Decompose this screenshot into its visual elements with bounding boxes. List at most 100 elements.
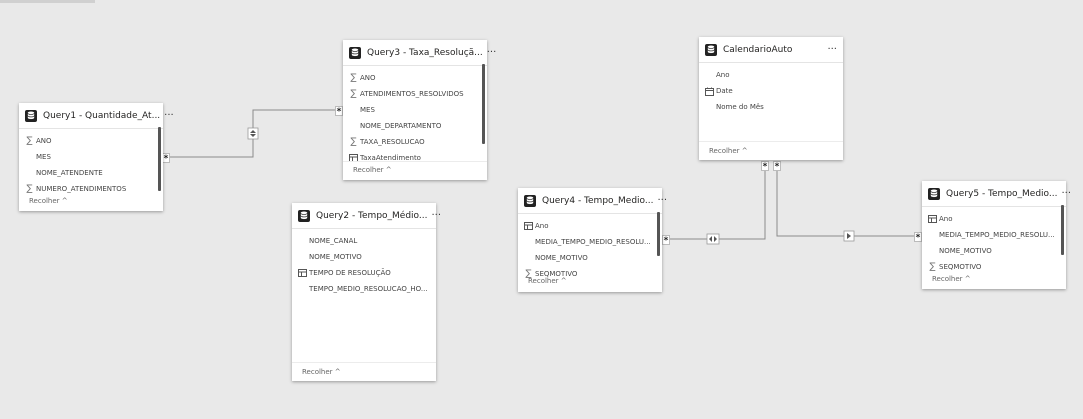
field-row[interactable]: ∑SEQMOTIVO — [922, 259, 1066, 275]
field-label: MES — [360, 106, 375, 114]
field-label: NUMERO_ATENDIMENTOS — [36, 185, 127, 193]
bidirectional-arrow-icon-2 — [709, 236, 717, 242]
scrollbar[interactable] — [158, 127, 161, 191]
calendar-icon — [705, 87, 714, 96]
field-label: Date — [716, 87, 733, 95]
field-list: ∑ANO ∑ATENDIMENTOS_RESOLVIDOS ∑MES ∑NOME… — [343, 66, 487, 166]
field-list: ∑NOME_CANAL ∑NOME_MOTIVO TEMPO DE RESOLU… — [292, 229, 436, 297]
field-label: TaxaAtendimento — [360, 154, 421, 162]
table-measure-icon — [928, 215, 937, 224]
field-label: ANO — [36, 137, 52, 145]
table-title: Query4 - Tempo_Medio... — [542, 195, 654, 206]
database-icon — [928, 187, 940, 200]
cardinality-many-query4: * — [662, 235, 670, 246]
table-title: Query3 - Taxa_Resoluçã... — [367, 47, 483, 58]
field-label: Ano — [535, 222, 549, 230]
scrollbar[interactable] — [482, 64, 485, 144]
field-list: ∑ANO ∑MES ∑NOME_ATENDENTE ∑NUMERO_ATENDI… — [19, 129, 163, 197]
scrollbar[interactable] — [657, 212, 660, 256]
database-icon — [25, 109, 37, 122]
database-icon — [524, 194, 536, 207]
table-card-query3[interactable]: Query3 - Taxa_Resoluçã... ··· ∑ANO ∑ATEN… — [343, 40, 496, 180]
field-label: MEDIA_TEMPO_MEDIO_RESOLU... — [939, 231, 1055, 239]
table-header[interactable]: Query1 - Quantidade_At... ··· — [19, 103, 174, 129]
field-row[interactable]: Ano — [518, 218, 662, 234]
table-measure-icon — [524, 222, 533, 231]
table-title: Query5 - Tempo_Medio... — [946, 188, 1058, 199]
collapse-button[interactable]: Recolher ^ — [29, 197, 68, 205]
field-row[interactable]: TaxaAtendimento — [343, 150, 487, 166]
field-label: NOME_CANAL — [309, 237, 358, 245]
relationship-calendario-query5 — [776, 162, 920, 237]
field-row[interactable]: ∑SEQMOTIVO — [518, 266, 662, 282]
table-header[interactable]: Query5 - Tempo_Medio... ··· — [922, 181, 1071, 207]
field-row[interactable]: Ano — [922, 211, 1066, 227]
field-row[interactable]: ∑ANO — [343, 70, 487, 86]
more-options-icon[interactable]: ··· — [431, 210, 442, 221]
relationship-calendario-query4 — [662, 162, 766, 240]
field-row[interactable]: ∑NOME_DEPARTAMENTO — [343, 118, 487, 134]
collapse-button[interactable]: Recolher ^ — [353, 166, 392, 174]
table-header[interactable]: Query3 - Taxa_Resoluçã... ··· — [343, 40, 496, 66]
field-row[interactable]: ∑ANO — [19, 133, 163, 149]
field-label: SEQMOTIVO — [535, 270, 578, 278]
field-row[interactable]: ∑MEDIA_TEMPO_MEDIO_RESOLU... — [518, 234, 662, 250]
field-row[interactable]: ∑NOME_ATENDENTE — [19, 165, 163, 181]
field-row[interactable]: ∑NOME_MOTIVO — [518, 250, 662, 266]
field-label: MEDIA_TEMPO_MEDIO_RESOLU... — [535, 238, 651, 246]
field-row[interactable]: ∑NOME_MOTIVO — [922, 243, 1066, 259]
table-title: Query1 - Quantidade_At... — [43, 110, 161, 121]
bidirectional-filter-icon — [247, 127, 259, 140]
field-row[interactable]: ∑NOME_MOTIVO — [292, 249, 436, 265]
cardinality-many-query1: * — [162, 153, 170, 164]
more-options-icon[interactable]: ··· — [164, 110, 174, 121]
table-card-query2[interactable]: Query2 - Tempo_Médio... ··· ∑NOME_CANAL … — [292, 203, 441, 381]
bidirectional-filter-icon-2 — [706, 233, 720, 245]
field-row[interactable]: ∑Ano — [699, 67, 843, 83]
sigma-icon: ∑ — [350, 89, 357, 99]
table-header[interactable]: CalendarioAuto ··· — [699, 37, 843, 63]
more-options-icon[interactable]: ··· — [486, 47, 497, 58]
sigma-icon: ∑ — [26, 184, 33, 194]
sigma-icon: ∑ — [350, 137, 357, 147]
more-options-icon[interactable]: ··· — [827, 44, 837, 55]
field-label: NOME_ATENDENTE — [36, 169, 103, 177]
sigma-icon: ∑ — [525, 269, 532, 279]
table-card-query5[interactable]: Query5 - Tempo_Medio... ··· Ano ∑MEDIA_T… — [922, 181, 1071, 289]
table-header[interactable]: Query4 - Tempo_Medio... ··· — [518, 188, 667, 214]
field-row[interactable]: ∑TAXA_RESOLUCAO — [343, 134, 487, 150]
field-row[interactable]: Date — [699, 83, 843, 99]
single-arrow-icon — [847, 233, 851, 239]
collapse-button[interactable]: Recolher ^ — [302, 368, 341, 376]
field-row[interactable]: ∑NOME_CANAL — [292, 233, 436, 249]
sigma-icon: ∑ — [929, 262, 936, 272]
field-row[interactable]: ∑MEDIA_TEMPO_MEDIO_RESOLU... — [922, 227, 1066, 243]
cardinality-many-query3: * — [335, 106, 343, 117]
field-row[interactable]: ∑Nome do Mês — [699, 99, 843, 115]
collapse-button[interactable]: Recolher ^ — [528, 277, 567, 285]
field-row[interactable]: ∑MES — [343, 102, 487, 118]
field-list: Ano ∑MEDIA_TEMPO_MEDIO_RESOLU... ∑NOME_M… — [518, 214, 662, 282]
collapse-button[interactable]: Recolher ^ — [709, 147, 748, 155]
field-row[interactable]: ∑MES — [19, 149, 163, 165]
table-header[interactable]: Query2 - Tempo_Médio... ··· — [292, 203, 441, 229]
collapse-button[interactable]: Recolher ^ — [932, 275, 971, 283]
sigma-icon: ∑ — [350, 73, 357, 83]
database-icon — [705, 43, 717, 56]
field-row[interactable]: ∑TEMPO_MEDIO_RESOLUCAO_HO... — [292, 281, 436, 297]
field-row[interactable]: ∑ATENDIMENTOS_RESOLVIDOS — [343, 86, 487, 102]
more-options-icon[interactable]: ··· — [1061, 188, 1072, 199]
scrollbar[interactable] — [1061, 205, 1064, 255]
field-row[interactable]: ∑NUMERO_ATENDIMENTOS — [19, 181, 163, 197]
sigma-icon: ∑ — [26, 136, 33, 146]
more-options-icon[interactable]: ··· — [657, 195, 668, 206]
table-card-query4[interactable]: Query4 - Tempo_Medio... ··· Ano ∑MEDIA_T… — [518, 188, 667, 292]
cardinality-many-calendario-a: * — [761, 161, 769, 172]
cardinality-many-calendario-b: * — [773, 161, 781, 172]
field-label: NOME_MOTIVO — [939, 247, 992, 255]
field-row[interactable]: TEMPO DE RESOLUÇÃO — [292, 265, 436, 281]
table-card-query1[interactable]: Query1 - Quantidade_At... ··· ∑ANO ∑MES … — [19, 103, 174, 211]
table-card-calendario[interactable]: CalendarioAuto ··· ∑Ano Date ∑Nome do Mê… — [699, 37, 843, 160]
